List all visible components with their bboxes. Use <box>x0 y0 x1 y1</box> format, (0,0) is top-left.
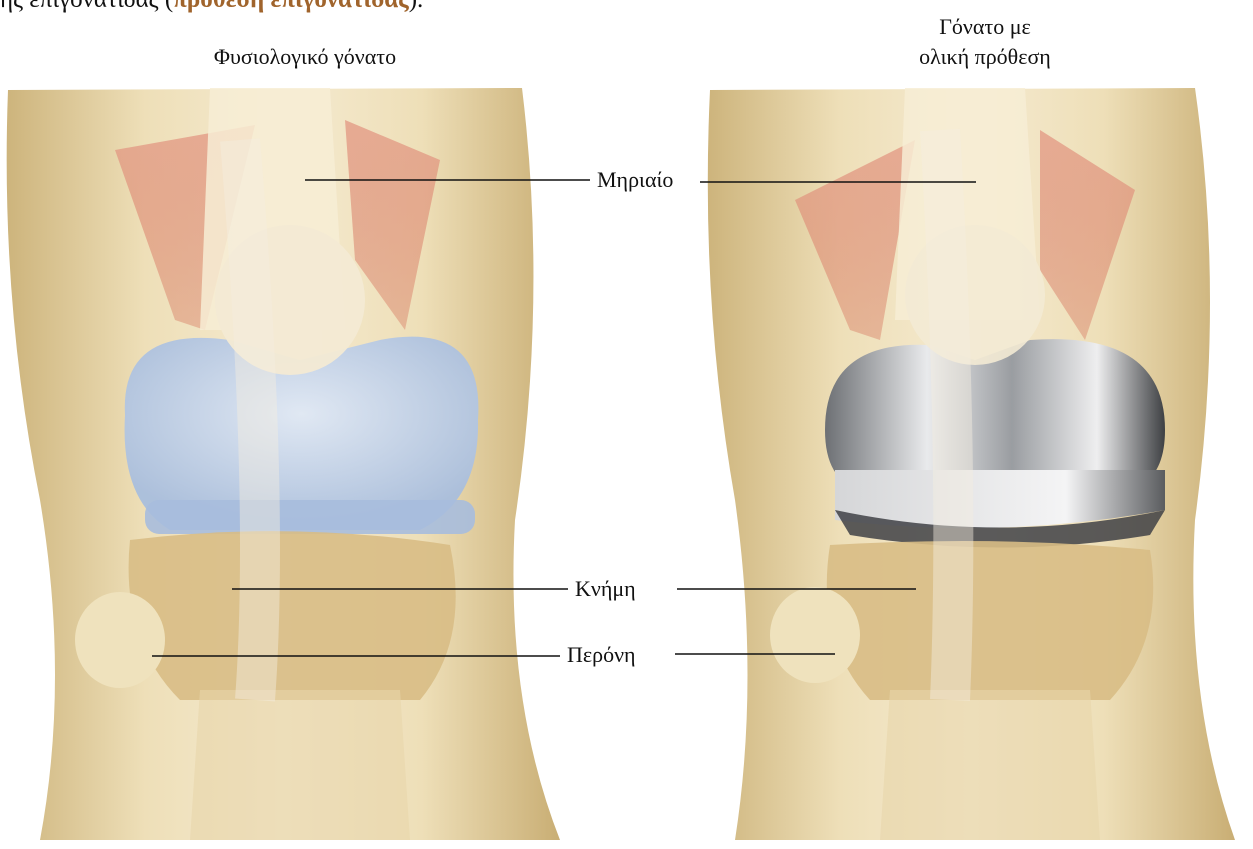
replaced-knee-illustration <box>708 88 1235 840</box>
lower-leg-right <box>880 690 1100 840</box>
meniscus-left <box>145 500 475 534</box>
label-femur: Μηριαίο <box>595 168 675 192</box>
label-tibia: Κνήμη <box>573 577 638 601</box>
lower-leg-left <box>190 690 410 840</box>
label-fibula: Περόνη <box>565 643 638 667</box>
fibula-head-right <box>770 587 860 683</box>
ligament-left <box>240 140 260 700</box>
normal-knee-illustration <box>7 88 560 840</box>
patella-right <box>905 225 1045 365</box>
ligament-right <box>940 130 953 700</box>
tibia-head-right <box>827 541 1153 700</box>
fibula-head-left <box>75 592 165 688</box>
tibia-head-left <box>129 531 456 700</box>
